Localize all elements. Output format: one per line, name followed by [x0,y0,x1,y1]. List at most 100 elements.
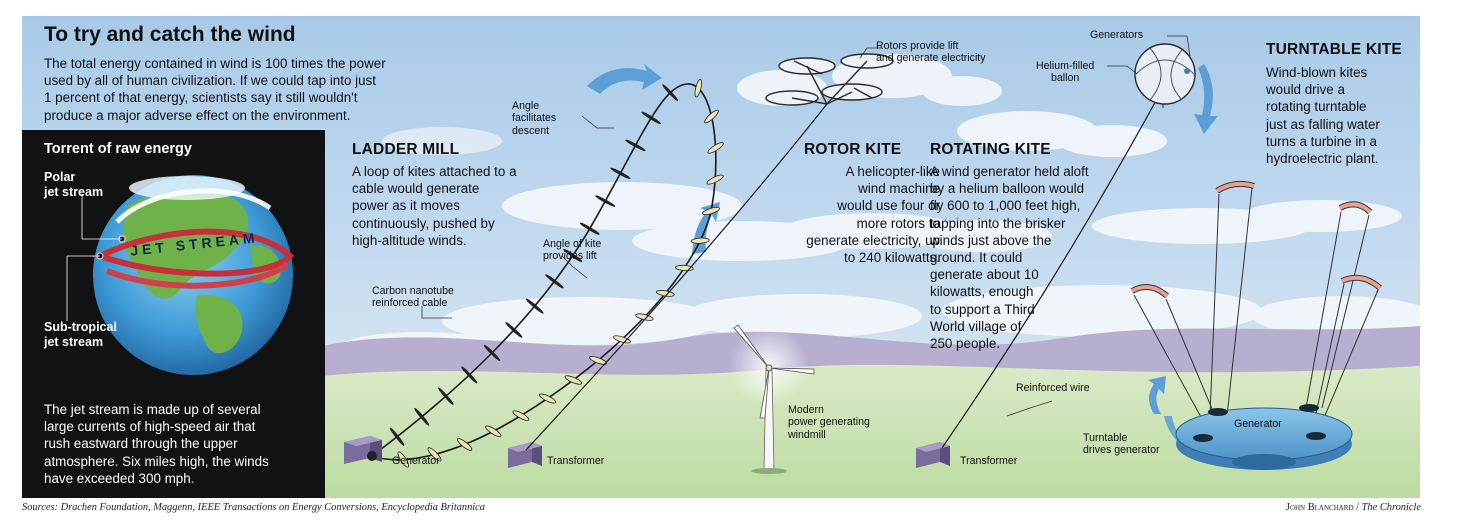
label-turntable: Turntable drives generator [1083,432,1160,457]
label-rotors: Rotors provide lift and generate electri… [876,40,986,65]
ladder-kite [525,298,544,314]
label-transformer-2: Transformer [960,455,1018,467]
rotating-body-line: 250 people. [930,336,1000,352]
sidebar-body-line: have exceeded 300 mph. [44,470,195,486]
rotor-kite-body: A helicopter-like wind machine would use… [700,163,940,266]
rotating-body-line: by a helium balloon would [930,181,1085,197]
label-line: Carbon nanotube [372,285,454,297]
helium-balloon [1134,43,1196,108]
ladder-kite [706,174,724,185]
label-line: reinforced cable [372,297,448,310]
leader-lines [421,35,1191,417]
ladder-kite [483,344,501,362]
scene-illustration [22,16,1420,498]
ladder-body-line: power as it moves [352,198,460,214]
ladder-kite [414,407,430,426]
sidebar-body: The jet stream is made up of several lar… [44,401,269,487]
label-balloon: Helium-filled ballon [1036,60,1094,85]
rotor-kite-machine [765,53,894,106]
ladder-kite [564,375,583,385]
label-line: power generating [788,416,870,429]
rotating-body-line: ground. It could [930,250,1023,266]
label-reinforced-wire: Reinforced wire [1016,382,1090,394]
label-line: windmill [788,428,826,441]
sources-line: Sources: Drachen Foundation, Maggenn, IE… [22,502,485,513]
polar-label-line: jet stream [44,185,104,199]
sidebar-heading: Torrent of raw energy [44,141,192,157]
intro-line: produce a major adverse effect on the en… [44,107,351,123]
label-angle-descent: Angle facilitates descent [512,100,556,137]
ladder-transformer-box [508,442,542,468]
ladder-kite [438,387,454,406]
ladder-kite [612,335,631,344]
rotation-arrow-icon [1194,64,1218,134]
rotating-body-line: winds just above the [930,232,1052,248]
sidebar-body-line: The jet stream is made up of several [44,402,261,417]
rotating-body-line: tapping into the brisker [930,215,1066,231]
ladder-kite [625,139,646,152]
ladder-kites [389,79,724,468]
ladder-kite [579,222,600,235]
intro-line: used by all of human civilization. If we… [44,73,376,89]
windmill [729,324,815,474]
ladder-body-line: high-altitude winds. [352,232,467,248]
sidebar-body-line: rush eastward through the upper [44,436,238,452]
ground [322,364,1420,498]
ladder-kite [701,206,721,216]
turntable-body-line: just as falling water [1266,116,1380,132]
ladder-kite [538,393,557,404]
label-line: drives generator [1083,444,1160,457]
turntable-body-line: turns a turbine in a [1266,133,1377,149]
label-line: and generate electricity [876,52,986,65]
label-generator: Generator [392,455,440,467]
page-title: To try and catch the wind [44,23,296,46]
sidebar-body-line: large currents of high-speed air that [44,419,256,435]
ladder-kite [427,447,442,462]
turntable-body-line: rotating turntable [1266,99,1367,115]
label-line: Angle of kite [543,238,602,250]
label-windmill: Modern power generating windmill [788,404,870,441]
descent-arrow-icon [587,64,662,94]
credit-name: John Blanchard [1285,502,1354,513]
credit-line: John Blanchard / The Chronicle [1285,502,1421,513]
turntable-kites [1130,180,1382,433]
ladder-kite [595,195,616,207]
ladder-kite [545,274,564,289]
label-line: Modern [788,404,824,416]
ladder-kite [690,237,710,244]
ladder-kite [610,167,631,180]
sidebar-body-line: atmosphere. Six miles high, the winds [44,453,269,469]
globe [66,175,295,375]
intro-text: The total energy contained in wind is 10… [44,55,386,124]
label-line: Helium-filled [1036,60,1095,72]
ladder-kite [485,425,502,438]
ladder-kite [461,366,478,384]
ladder-kite [389,427,405,446]
rotating-body-line: to support a Third [930,301,1035,317]
ladder-mill-heading: LADDER MILL [352,141,460,158]
intro-line: 1 percent of that energy, scientists say… [44,90,358,106]
ladder-kite [512,410,530,421]
intro-line: The total energy contained in wind is 10… [44,56,386,71]
illustration-panel [22,16,1420,498]
ladder-body-line: A loop of kites attached to a [352,164,517,179]
rotor-kite-heading: ROTOR KITE [804,141,902,158]
label-line: provides lift [543,250,597,263]
label-line: Angle [512,100,540,112]
ladder-kite [589,356,607,365]
credit-publication: The Chronicle [1361,502,1421,513]
ladder-kite [563,248,583,263]
turntable-body-line: hydroelectric plant. [1266,151,1379,167]
label-transformer: Transformer [547,455,605,467]
label-angle-lift: Angle of kite provides lift [543,238,601,263]
turntable-arrow-icon [1148,376,1166,414]
polar-label-line: Polar [44,170,76,184]
ladder-kite [704,109,719,124]
ladder-kite [505,322,523,338]
rotor-body-line: A helicopter-like [845,164,940,179]
label-line: Rotors provide lift [876,40,959,52]
ladder-mill-body: A loop of kites attached to a cable woul… [352,163,517,249]
ladder-kite [635,313,654,321]
subtropical-label-line: Sub-tropical [44,320,117,334]
turntable-body-line: Wind-blown kites [1266,65,1368,80]
